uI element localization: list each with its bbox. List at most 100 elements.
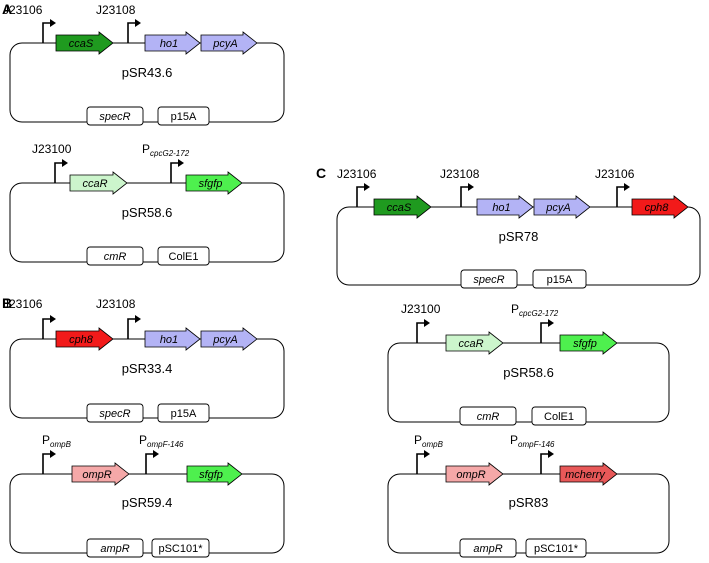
gene-arrow-icon bbox=[445, 331, 504, 355]
gene-arrow-icon bbox=[55, 31, 114, 55]
gene-label: sfgfp bbox=[573, 338, 597, 350]
promoter-label: PompF-146 bbox=[139, 433, 184, 449]
marker-box-frame bbox=[157, 246, 210, 266]
promoter-arrow-icon bbox=[416, 322, 425, 343]
gene-arrow-icon bbox=[200, 327, 258, 351]
promoter-arrow-icon bbox=[540, 453, 549, 474]
gene-label: pcyA bbox=[212, 334, 237, 346]
marker-box: cmR bbox=[86, 246, 144, 266]
marker-box-frame bbox=[157, 403, 210, 423]
gene-label: ccaR bbox=[458, 338, 483, 350]
promoter-arrow-icon bbox=[356, 186, 365, 207]
gene-label: ho1 bbox=[160, 38, 178, 50]
promoter-arrow-icon bbox=[460, 186, 469, 207]
promoter-arrowhead-icon bbox=[468, 183, 474, 191]
marker-box: p15A bbox=[157, 403, 210, 423]
promoter-arrow-icon bbox=[42, 453, 51, 474]
gene-arrow-icon bbox=[533, 195, 591, 219]
marker-box-frame bbox=[151, 538, 210, 558]
gene-sfgfp: sfgfp bbox=[185, 171, 243, 195]
promoter-arrowhead-icon bbox=[135, 19, 141, 27]
promoter-label: J23108 bbox=[440, 167, 480, 181]
marker-box-frame bbox=[531, 406, 587, 426]
marker-box: specR bbox=[86, 403, 144, 423]
promoter-arrowhead-icon bbox=[50, 450, 56, 458]
gene-arrow-icon bbox=[476, 195, 534, 219]
gene-arrow-icon bbox=[559, 462, 618, 486]
promoter: J23108 bbox=[96, 3, 141, 43]
marker-box: ColE1 bbox=[157, 246, 210, 266]
marker-box-frame bbox=[459, 538, 517, 558]
gene-label: pcyA bbox=[545, 202, 570, 214]
gene-ccaS: ccaS bbox=[55, 31, 114, 55]
gene-arrow-icon bbox=[559, 331, 618, 355]
gene-arrow-icon bbox=[144, 327, 201, 351]
promoter-label: J23100 bbox=[401, 302, 441, 316]
promoter: J23106 bbox=[3, 297, 56, 339]
promoter-arrowhead-icon bbox=[548, 450, 554, 458]
promoter-label: J23106 bbox=[595, 167, 635, 181]
gene-label: cph8 bbox=[645, 202, 670, 214]
promoter: PompF-146 bbox=[139, 433, 184, 474]
marker-label: ColE1 bbox=[169, 251, 199, 263]
promoter-label: PcpcG2-172 bbox=[511, 302, 559, 318]
marker-label: ampR bbox=[100, 543, 129, 555]
promoter-arrow-icon bbox=[54, 162, 63, 183]
gene-arrow-icon bbox=[55, 327, 114, 351]
marker-label: cmR bbox=[104, 251, 127, 263]
promoter-label: PompB bbox=[42, 433, 72, 449]
gene-arrow-icon bbox=[69, 171, 128, 195]
plasmid-name: pSR78 bbox=[499, 229, 539, 244]
promoter-label: J23106 bbox=[337, 167, 377, 181]
promoter-arrow-icon bbox=[42, 22, 51, 43]
gene-ho1: ho1 bbox=[144, 31, 201, 55]
promoter-arrow-icon bbox=[42, 318, 51, 339]
promoter-arrow-icon bbox=[540, 322, 549, 343]
promoter: J23106 bbox=[337, 167, 377, 207]
promoter: J23106 bbox=[595, 167, 635, 207]
marker-box: p15A bbox=[532, 269, 587, 289]
promoter: PompB bbox=[414, 433, 444, 474]
gene-arrow-icon bbox=[200, 31, 258, 55]
marker-box: pSC101* bbox=[151, 538, 210, 558]
promoter: J23100 bbox=[401, 302, 441, 343]
marker-label: p15A bbox=[171, 111, 197, 123]
promoter: PompF-146 bbox=[510, 433, 555, 474]
marker-box-frame bbox=[86, 246, 144, 266]
marker-label: ColE1 bbox=[544, 411, 574, 423]
gene-arrow-icon bbox=[631, 195, 689, 219]
gene-label: ompR bbox=[82, 469, 111, 481]
gene-ho1: ho1 bbox=[476, 195, 534, 219]
plasmid-backbone bbox=[9, 42, 285, 123]
marker-box: cmR bbox=[459, 406, 517, 426]
gene-arrow-icon bbox=[144, 31, 201, 55]
promoter-arrowhead-icon bbox=[548, 319, 554, 327]
promoter-arrowhead-icon bbox=[135, 315, 141, 323]
marker-box-frame bbox=[459, 406, 517, 426]
promoter-label: PompB bbox=[414, 433, 444, 449]
plasmid-backbone bbox=[9, 473, 285, 554]
gene-pcyA: pcyA bbox=[200, 327, 258, 351]
marker-box-frame bbox=[157, 106, 210, 126]
promoter-arrowhead-icon bbox=[424, 319, 430, 327]
plasmid-name: pSR59.4 bbox=[122, 495, 173, 510]
marker-box-frame bbox=[525, 538, 587, 558]
promoter-arrow-icon bbox=[127, 22, 136, 43]
plasmid-name: pSR33.4 bbox=[122, 361, 173, 376]
marker-box-frame bbox=[460, 269, 518, 289]
gene-label: ccaR bbox=[82, 178, 107, 190]
gene-label: sfgfp bbox=[199, 178, 223, 190]
marker-box-frame bbox=[86, 538, 144, 558]
panel-letter: B bbox=[2, 295, 12, 311]
promoter-arrowhead-icon bbox=[624, 183, 630, 191]
promoter: J23108 bbox=[440, 167, 480, 207]
promoter-label: J23108 bbox=[96, 3, 136, 17]
marker-label: cmR bbox=[477, 411, 500, 423]
gene-arrow-icon bbox=[186, 462, 243, 486]
gene-label: pcyA bbox=[212, 38, 237, 50]
marker-box: ampR bbox=[459, 538, 517, 558]
promoter-arrowhead-icon bbox=[62, 159, 68, 167]
panel-letter: A bbox=[2, 1, 12, 17]
promoter-arrow-icon bbox=[616, 186, 625, 207]
